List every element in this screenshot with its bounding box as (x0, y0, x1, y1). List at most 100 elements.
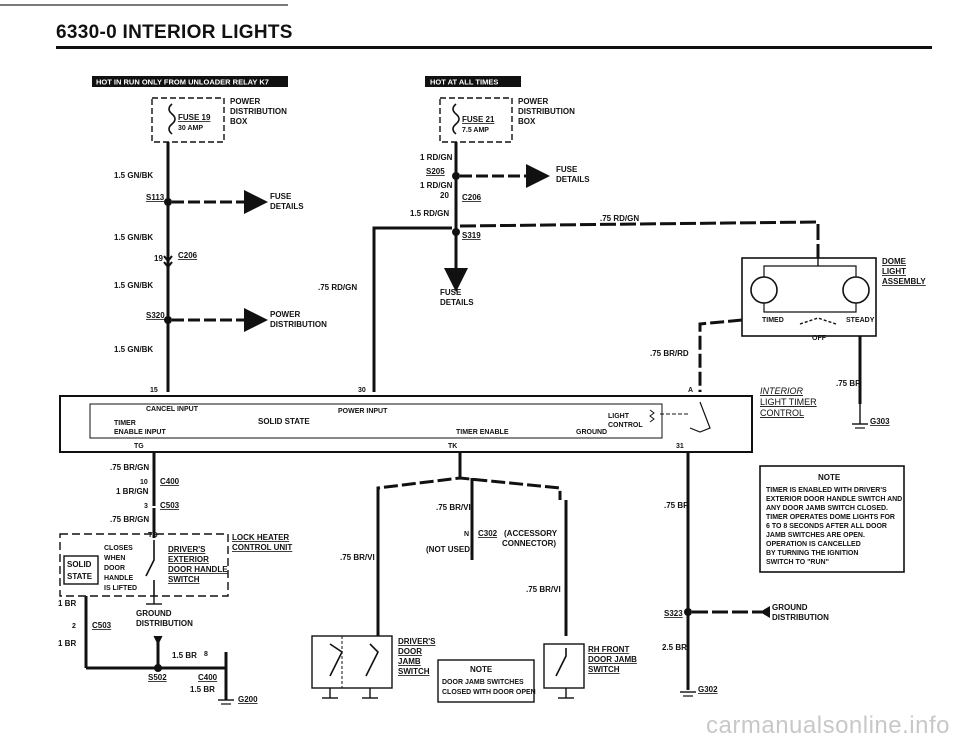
wire-label: 1.5 GN/BK (114, 171, 153, 180)
wire-label: .75 RD/GN (600, 214, 639, 223)
note-line: ANY DOOR JAMB SWITCH CLOSED. (766, 505, 888, 512)
fuse-21-box: FUSE 21 7.5 AMP POWER DISTRIBUTION BOX (439, 97, 575, 143)
jamb-switch-icon (365, 643, 379, 677)
note-line: EXTERIOR DOOR HANDLE SWITCH AND (766, 496, 902, 503)
pin-label: 31 (676, 443, 684, 450)
driver-handle-label: DRIVER'S (168, 545, 206, 554)
pin-label: TK (448, 443, 457, 450)
note-line: TIMER OPERATES DOME LIGHTS FOR (766, 514, 895, 521)
splice-s319: S319 (462, 231, 481, 240)
fuse-details-label: DETAILS (556, 175, 590, 184)
jamb-note-heading: NOTE (470, 665, 493, 674)
timer-enable-label: TIMER (114, 420, 136, 427)
dome-light-assembly: TIMED STEADY OFF DOME LIGHT ASSEMBLY (741, 257, 926, 342)
lock-heater-label: LOCK HEATER (232, 533, 289, 542)
splice-s320: S320 (146, 311, 165, 320)
note-line: JAMB SWITCHES ARE OPEN. (766, 532, 865, 539)
wire-label: .75 BR/VI (526, 585, 561, 594)
fuse-details-label: DETAILS (440, 298, 474, 307)
closes-label: CLOSES (104, 545, 133, 552)
ground-g303: G303 (870, 417, 890, 426)
driver-jamb-label: DOOR (398, 647, 422, 656)
wire-label: 1.5 GN/BK (114, 345, 153, 354)
fuse-21-label: FUSE 21 (462, 115, 495, 124)
solid-state-label: STATE (67, 572, 93, 581)
ground-dist-label: DISTRIBUTION (772, 613, 829, 622)
wire-label: 2.5 BR (662, 643, 687, 652)
rh-jamb-label: SWITCH (588, 665, 620, 674)
accessory-label: (ACCESSORY (504, 529, 558, 538)
wire-label: .75 RD/GN (318, 283, 357, 292)
wire-label: 1 RD/GN (420, 153, 453, 162)
timer-enable-label: ENABLE INPUT (114, 429, 166, 436)
ground-g302: G302 (698, 685, 718, 694)
title-rule (56, 46, 932, 49)
note-line: BY TURNING THE IGNITION (766, 550, 858, 557)
fuse-19-label: FUSE 19 (178, 113, 211, 122)
closes-label: HANDLE (104, 575, 133, 582)
pin-label: 20 (440, 191, 449, 200)
dome-bulb-icon (842, 276, 870, 304)
dome-label-2: LIGHT (882, 267, 906, 276)
note-line: OPERATION IS CANCELLED (766, 541, 861, 548)
jamb-note-box (437, 659, 535, 703)
fuse-21-rating: 7.5 AMP (462, 127, 489, 134)
closes-label: IS LIFTED (104, 585, 137, 592)
wire-label: 1 RD/GN (420, 181, 453, 190)
splice-s205: S205 (426, 167, 445, 176)
jamb-note-line: CLOSED WITH DOOR OPEN (442, 689, 536, 696)
pin-label: 3 (144, 503, 148, 510)
driver-handle-label: DOOR HANDLE (168, 565, 228, 574)
pdb2-label-2: DISTRIBUTION (518, 107, 575, 116)
solid-state-label: SOLID STATE (258, 417, 310, 426)
note-heading: NOTE (818, 473, 841, 482)
pin-label: TG (134, 443, 144, 450)
center-jamb-wiring: .75 BR/VI N C302 (ACCESSORY CONNECTOR) (… (311, 452, 637, 703)
pdb-label-2: DISTRIBUTION (230, 107, 287, 116)
wire-label: .75 BR (836, 379, 861, 388)
watermark: carmanualsonline.info (706, 712, 950, 739)
jamb-note-line: DOOR JAMB SWITCHES (442, 679, 524, 686)
pdb-label-1: POWER (230, 97, 260, 106)
page-title: 6330-0 INTERIOR LIGHTS (56, 22, 293, 43)
top-border (0, 4, 960, 6)
ground-dist-label: DISTRIBUTION (136, 619, 193, 628)
driver-handle-label: SWITCH (168, 575, 200, 584)
wire-label: 1.5 BR (172, 651, 197, 660)
wire-label: .75 BR/RD (650, 349, 689, 358)
driver-jamb-label: JAMB (398, 657, 421, 666)
jamb-switch-icon (329, 643, 344, 677)
power-input-label: POWER INPUT (338, 408, 388, 415)
lower-left-wiring: .75 BR/GN 10 C400 1 BR/GN 3 C503 .75 BR/… (58, 452, 292, 705)
wire-label: .75 BR (664, 501, 689, 510)
closes-label: DOOR (104, 565, 125, 572)
pin-label: 8 (204, 651, 208, 658)
timer-note-box: NOTE TIMER IS ENABLED WITH DRIVER'S EXTE… (759, 465, 905, 573)
wire-label: 1 BR (58, 639, 76, 648)
wire-label: .75 BR/VI (436, 503, 471, 512)
switch-icon (145, 540, 155, 577)
interior-light-timer-module: 15 30 A CANCEL INPUT TIMER ENABLE INPUT … (59, 386, 817, 453)
mid-feed-wire: 1 RD/GN S205 FUSE DETAILS 1 RD/GN 20 C20… (318, 142, 820, 392)
ground-dist-label: GROUND (772, 603, 808, 612)
ground-dist-label: GROUND (136, 609, 172, 618)
pdb2-label-1: POWER (518, 97, 548, 106)
pin-label: N (464, 531, 469, 538)
wire-label: .75 BR/GN (110, 463, 149, 472)
dome-label-1: DOME (882, 257, 907, 266)
light-control-label: CONTROL (608, 422, 643, 429)
fuse-19-box: FUSE 19 30 AMP POWER DISTRIBUTION BOX (151, 97, 287, 143)
pdb2-label-3: BOX (518, 117, 536, 126)
module-name-1: INTERIOR (760, 386, 804, 396)
power-dist-label: POWER (270, 310, 300, 319)
banner-hot-in-run: HOT IN RUN ONLY FROM UNLOADER RELAY K7 (92, 76, 288, 87)
rh-jamb-label: RH FRONT (588, 645, 629, 654)
switch-off-label: OFF (812, 335, 827, 342)
wire-label: 1.5 GN/BK (114, 281, 153, 290)
accessory-label: CONNECTOR) (502, 539, 556, 548)
solid-state-label: SOLID (67, 560, 92, 569)
connector-c400: C400 (160, 477, 180, 486)
splice-s502: S502 (148, 673, 167, 682)
fuse-details-label: DETAILS (270, 202, 304, 211)
